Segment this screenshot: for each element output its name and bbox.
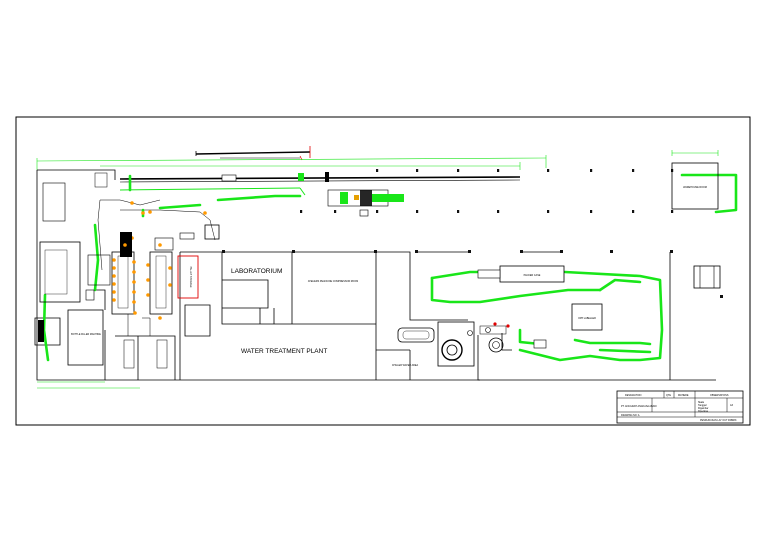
external-rack (693, 265, 721, 289)
title-checked: Diperiksa (698, 410, 709, 413)
title-drawing-no: DRAWING NO: A (621, 414, 640, 417)
title-observations: OBSERVATIONS (710, 394, 729, 397)
title-scale: Skala (698, 401, 705, 404)
main-conveyor (119, 172, 521, 217)
title-date: Tanggal (698, 404, 707, 407)
top-rail (195, 146, 311, 161)
laboratorium-label: LABORATORIUM (231, 268, 282, 275)
title-project: PT. ANUGRAH ANGKASA ABADI (621, 405, 657, 408)
title-drawing-name: PENDUDUKAN LAY OUT PABRIK (700, 419, 737, 422)
left-equipment (38, 172, 111, 366)
title-material: MATIERE (678, 394, 689, 397)
ateliers-label: ATELIERS PEANCINE COMPRESSOR ROOM (308, 280, 358, 283)
title-drawn: Digambar (698, 407, 709, 410)
filler-conveyor (97, 199, 220, 271)
title-sheet: A3 (730, 404, 734, 407)
title-block (616, 390, 744, 424)
labeller-label: OPP LABELLER (578, 317, 596, 320)
filling-lines (111, 243, 173, 369)
column-grid (222, 169, 723, 298)
labeller-outfeed (533, 339, 547, 349)
packer-conveyor-loop (42, 173, 738, 362)
title-qty: QTE (666, 394, 671, 397)
title-designation: DESIGNATION (625, 394, 642, 397)
pallet-storage-box (177, 255, 199, 299)
dimension-lines (36, 150, 719, 389)
packer-label: PACKER CASE (524, 274, 541, 277)
packer-infeed (477, 269, 501, 279)
water-treatment-label: WATER TREATMENT PLANT (241, 348, 327, 355)
bottle-filler-label: BOTTLE FILLER MACHINE (71, 333, 101, 336)
chiller-label: CHILLER WATER AREA (392, 364, 419, 367)
warehouse-room (671, 162, 719, 210)
pallet-storage-label: PALLET STORAGE (189, 267, 192, 288)
drawing-frame (15, 116, 751, 426)
chiller-equipment (397, 321, 510, 367)
warehouse-label: WAREHOUSE ROOM (683, 186, 707, 189)
labeller-machine (571, 303, 603, 331)
